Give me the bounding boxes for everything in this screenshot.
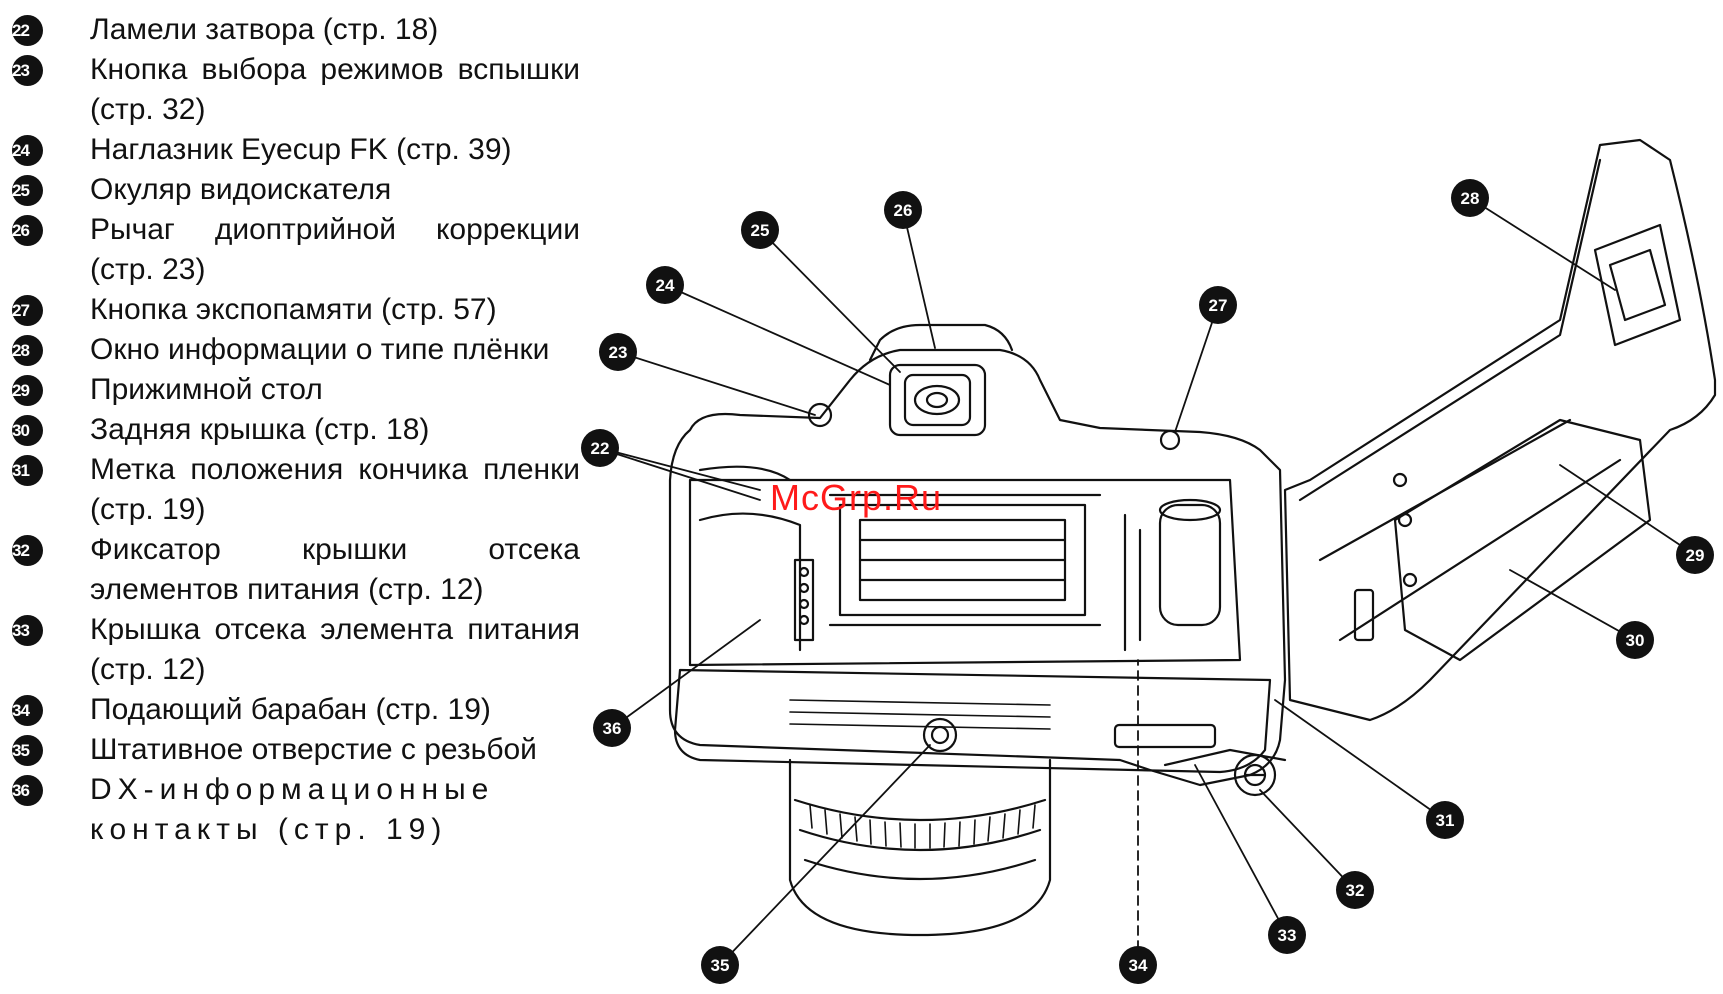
callout-35: 35 <box>701 946 739 984</box>
legend-number-badge: 29 <box>12 375 43 406</box>
callout-24-label: 24 <box>656 276 675 295</box>
legend-item-27: 27 Кнопка экспопамяти (стр. 57) <box>0 290 580 330</box>
legend-item-text: Кнопка экспопамяти (стр. 57) <box>90 293 497 326</box>
callout-30: 30 <box>1616 621 1654 659</box>
callout-25: 25 <box>741 211 779 249</box>
legend-item-text: Подающий барабан (стр. 19) <box>90 693 491 726</box>
legend-number-badge: 25 <box>12 175 43 206</box>
legend-item-30: 30 Задняя крышка (стр. 18) <box>0 410 580 450</box>
legend-item-32: 32 Фиксатор крышки отсека элементов пита… <box>0 530 580 610</box>
callout-31-label: 31 <box>1436 811 1455 830</box>
legend-item-text: Рычаг диоптрийной коррекции (стр. 23) <box>90 213 580 286</box>
callout-26: 26 <box>884 191 922 229</box>
legend-number-badge: 35 <box>12 735 43 766</box>
callout-29-label: 29 <box>1686 546 1705 565</box>
legend-number-badge: 31 <box>12 455 43 486</box>
callout-25-label: 25 <box>751 221 770 240</box>
legend-item-36: 36 DX-информационные контакты (стр. 19) <box>0 770 580 850</box>
legend-number-badge: 26 <box>12 215 43 246</box>
callout-30-label: 30 <box>1626 631 1645 650</box>
legend-number-badge: 28 <box>12 335 43 366</box>
legend-number-badge: 32 <box>12 535 43 566</box>
legend-item-35: 35 Штативное отверстие с резьбой <box>0 730 580 770</box>
legend-item-31: 31 Метка положения кончика пленки (стр. … <box>0 450 580 530</box>
legend-item-29: 29 Прижимной стол <box>0 370 580 410</box>
legend-item-34: 34 Подающий барабан (стр. 19) <box>0 690 580 730</box>
callout-32: 32 <box>1336 871 1374 909</box>
callout-22: 22 <box>581 429 619 467</box>
back-cover-outline <box>1283 138 1717 722</box>
callout-badges: 22 23 24 25 26 27 28 29 <box>581 179 1714 984</box>
legend-item-text: Метка положения кончика пленки (стр. 19) <box>90 453 580 526</box>
legend-number-badge: 33 <box>12 615 43 646</box>
legend-item-text: Наглазник Eyecup FK (стр. 39) <box>90 133 512 166</box>
legend-item-28: 28 Окно информации о типе плёнки <box>0 330 580 370</box>
legend-item-text: Кнопка выбора режимов вспышки (стр. 32) <box>90 53 580 126</box>
callout-36: 36 <box>593 709 631 747</box>
callout-31: 31 <box>1426 801 1464 839</box>
callout-27-label: 27 <box>1209 296 1228 315</box>
callout-36-label: 36 <box>603 719 622 738</box>
camera-body-outline <box>668 323 1287 797</box>
legend-item-text: Прижимной стол <box>90 373 323 406</box>
legend-item-text: Окуляр видоискателя <box>90 173 392 206</box>
legend-item-text: DX-информационные контакты (стр. 19) <box>90 773 495 846</box>
legend-number-badge: 27 <box>12 295 43 326</box>
legend-item-26: 26 Рычаг диоптрийной коррекции (стр. 23) <box>0 210 580 290</box>
callout-33-label: 33 <box>1278 926 1297 945</box>
leader-lines <box>597 197 1696 966</box>
legend-number-badge: 30 <box>12 415 43 446</box>
callout-26-label: 26 <box>894 201 913 220</box>
legend-item-text: Окно информации о типе плёнки <box>90 333 550 366</box>
legend-item-text: Штативное отверстие с резьбой <box>90 733 537 766</box>
callout-24: 24 <box>646 266 684 304</box>
callout-28: 28 <box>1451 179 1489 217</box>
callout-23: 23 <box>599 333 637 371</box>
callout-28-label: 28 <box>1461 189 1480 208</box>
legend-item-33: 33 Крышка отсека элемента питания (стр. … <box>0 610 580 690</box>
callout-27: 27 <box>1199 286 1237 324</box>
legend-item-text: Ламели затвора (стр. 18) <box>90 13 439 46</box>
callout-32-label: 32 <box>1346 881 1365 900</box>
callout-23-label: 23 <box>609 343 628 362</box>
watermark: McGrp.Ru <box>770 477 943 518</box>
legend-item-22: 22 Ламели затвора (стр. 18) <box>0 10 580 50</box>
callout-29: 29 <box>1676 536 1714 574</box>
legend-item-text: Крышка отсека элемента питания (стр. 12) <box>90 613 580 686</box>
lens-outline <box>788 758 1052 937</box>
legend-number-badge: 23 <box>12 55 43 86</box>
callout-22-label: 22 <box>591 439 610 458</box>
legend-number-badge: 36 <box>12 775 43 806</box>
callout-33: 33 <box>1268 916 1306 954</box>
legend-item-23: 23 Кнопка выбора режимов вспышки (стр. 3… <box>0 50 580 130</box>
callout-34: 34 <box>1119 946 1157 984</box>
legend-item-25: 25 Окуляр видоискателя <box>0 170 580 210</box>
parts-legend: 22 Ламели затвора (стр. 18) 23 Кнопка вы… <box>0 10 580 850</box>
legend-item-text: Фиксатор крышки отсека элементов питания… <box>90 533 580 606</box>
legend-item-24: 24 Наглазник Eyecup FK (стр. 39) <box>0 130 580 170</box>
legend-item-text: Задняя крышка (стр. 18) <box>90 413 430 446</box>
legend-number-badge: 22 <box>12 15 43 46</box>
legend-number-badge: 34 <box>12 695 43 726</box>
callout-34-label: 34 <box>1129 956 1148 975</box>
legend-number-badge: 24 <box>12 135 43 166</box>
callout-35-label: 35 <box>711 956 730 975</box>
